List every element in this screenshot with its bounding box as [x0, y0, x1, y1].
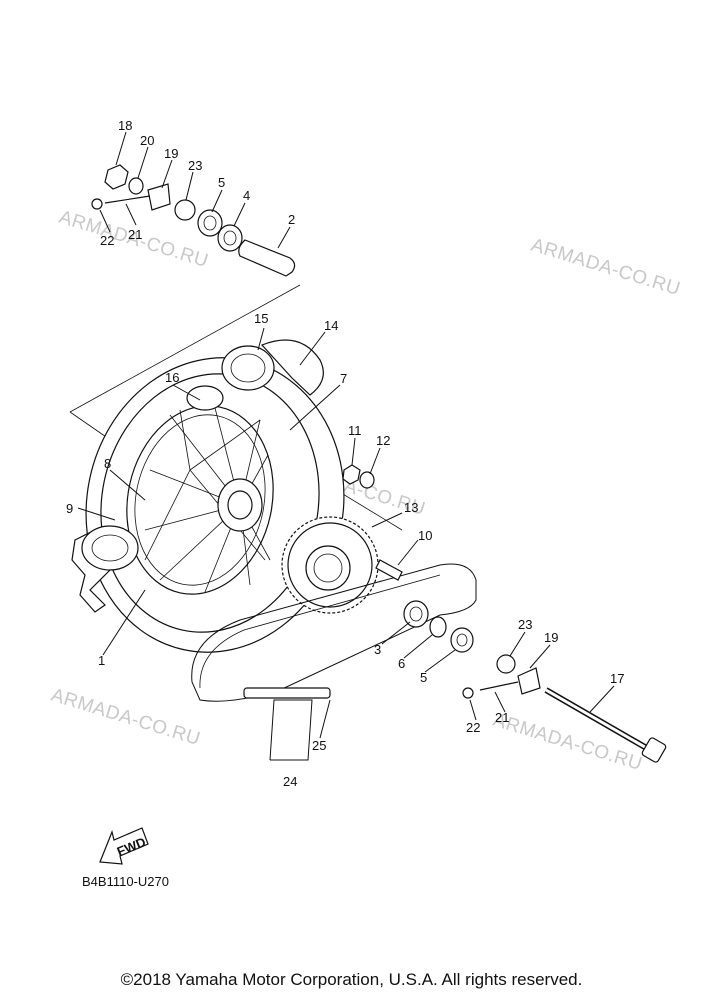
mid-parts [342, 464, 403, 581]
callout-15: 15 [254, 311, 268, 326]
callout-21-bottom: 21 [495, 710, 509, 725]
callout-22-bottom: 22 [466, 720, 480, 735]
sprocket [281, 516, 379, 614]
copyright-notice: ©2018 Yamaha Motor Corporation, U.S.A. A… [120, 970, 583, 989]
callout-labels: 1 2 3 4 5 5 6 7 8 9 10 11 12 13 14 15 16… [66, 118, 624, 789]
diagram-code: B4B1110-U270 [82, 874, 169, 889]
callout-10: 10 [418, 528, 432, 543]
rear-axle [544, 687, 667, 763]
callout-19-top: 19 [164, 146, 178, 161]
callout-3: 3 [374, 642, 381, 657]
callout-20: 20 [140, 133, 154, 148]
watermark-top-right: ARMADA-CO.RU [529, 235, 683, 300]
callout-9: 9 [66, 501, 73, 516]
callout-5-bottom: 5 [420, 670, 427, 685]
callout-18: 18 [118, 118, 132, 133]
callout-5-top: 5 [218, 175, 225, 190]
callout-25: 25 [312, 738, 326, 753]
callout-19-bottom: 19 [544, 630, 558, 645]
chain [191, 563, 477, 702]
callout-2: 2 [288, 212, 295, 227]
callout-23-bottom: 23 [518, 617, 532, 632]
callout-24: 24 [283, 774, 297, 789]
callout-4: 4 [243, 188, 250, 203]
callout-12: 12 [376, 433, 390, 448]
callout-23-top: 23 [188, 158, 202, 173]
forward-arrow: FWD [99, 827, 149, 865]
callout-21-top: 21 [128, 227, 142, 242]
top-parts [91, 164, 296, 277]
watermark-bottom-left: ARMADA-CO.RU [49, 685, 203, 750]
leader-lines [77, 131, 615, 761]
callout-22-top: 22 [100, 233, 114, 248]
callout-11: 11 [348, 423, 362, 438]
callout-8: 8 [104, 456, 111, 471]
callout-7: 7 [340, 371, 347, 386]
callout-6: 6 [398, 656, 405, 671]
callout-13: 13 [404, 500, 418, 515]
callout-16: 16 [165, 370, 179, 385]
callout-14: 14 [324, 318, 338, 333]
callout-1: 1 [98, 653, 105, 668]
rear-wheel [71, 339, 345, 653]
watermark-bottom-right: ARMADA-CO.RU [491, 710, 645, 775]
callout-17: 17 [610, 671, 624, 686]
lower-parts [403, 600, 541, 699]
